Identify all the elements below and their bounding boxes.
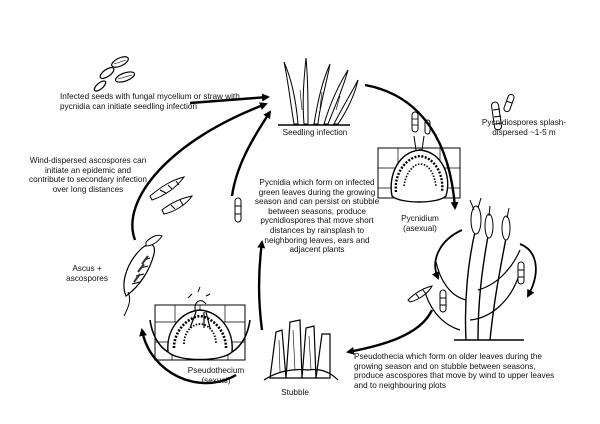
- label-pycnidium: Pycnidium (asexual): [401, 214, 439, 233]
- pycnidiospores-illustration: [491, 93, 515, 131]
- arrow-stubble-to-pycnidia: [257, 240, 266, 331]
- label-pycnidiospores: Pycnidiospores splash-dispersed ~1-5 m: [481, 118, 567, 137]
- arrow-seedling-to-plant: [364, 83, 459, 210]
- infected-seeds-illustration: [93, 56, 136, 92]
- arrow-seeds-to-seedling: [189, 93, 270, 105]
- ascus-illustration: [123, 234, 163, 317]
- label-pseudothecia-description: Pseudothecia which form on older leaves …: [354, 352, 555, 390]
- label-pseudothecium: Pseudothecium (sexual): [187, 366, 245, 385]
- pycnidium-illustration: [377, 111, 461, 203]
- arrow-ascus-to-seedling: [131, 102, 268, 241]
- cycle-arrows: [131, 83, 537, 385]
- label-seedling-infection: Seedling infection: [282, 128, 348, 137]
- pycnidiospore-small-icon: [234, 197, 242, 223]
- label-pycnidia-description: Pycnidia which form on infected green le…: [254, 178, 380, 255]
- seedling-illustration: [278, 57, 359, 126]
- stubble-illustration: [263, 319, 339, 381]
- arrow-pycnidia-to-seedling: [230, 110, 272, 197]
- pseudothecium-illustration: [149, 286, 251, 361]
- arrow-plant-loop-2: [431, 229, 463, 280]
- label-wind-dispersed: Wind-dispersed ascospores can initiate a…: [29, 156, 147, 194]
- arrow-plant-to-stubble: [346, 309, 434, 355]
- label-infected-seeds: Infected seeds with fungal mycelium or s…: [60, 92, 240, 111]
- label-ascus: Ascus + ascospores: [66, 264, 108, 283]
- ascospore-small-icon: [407, 285, 433, 303]
- arrow-pseudothecium-to-ascus: [139, 328, 237, 385]
- arrow-plant-loop-1: [519, 243, 537, 298]
- label-stubble: Stubble: [281, 388, 309, 397]
- ascospores-wind-illustration: [149, 176, 194, 215]
